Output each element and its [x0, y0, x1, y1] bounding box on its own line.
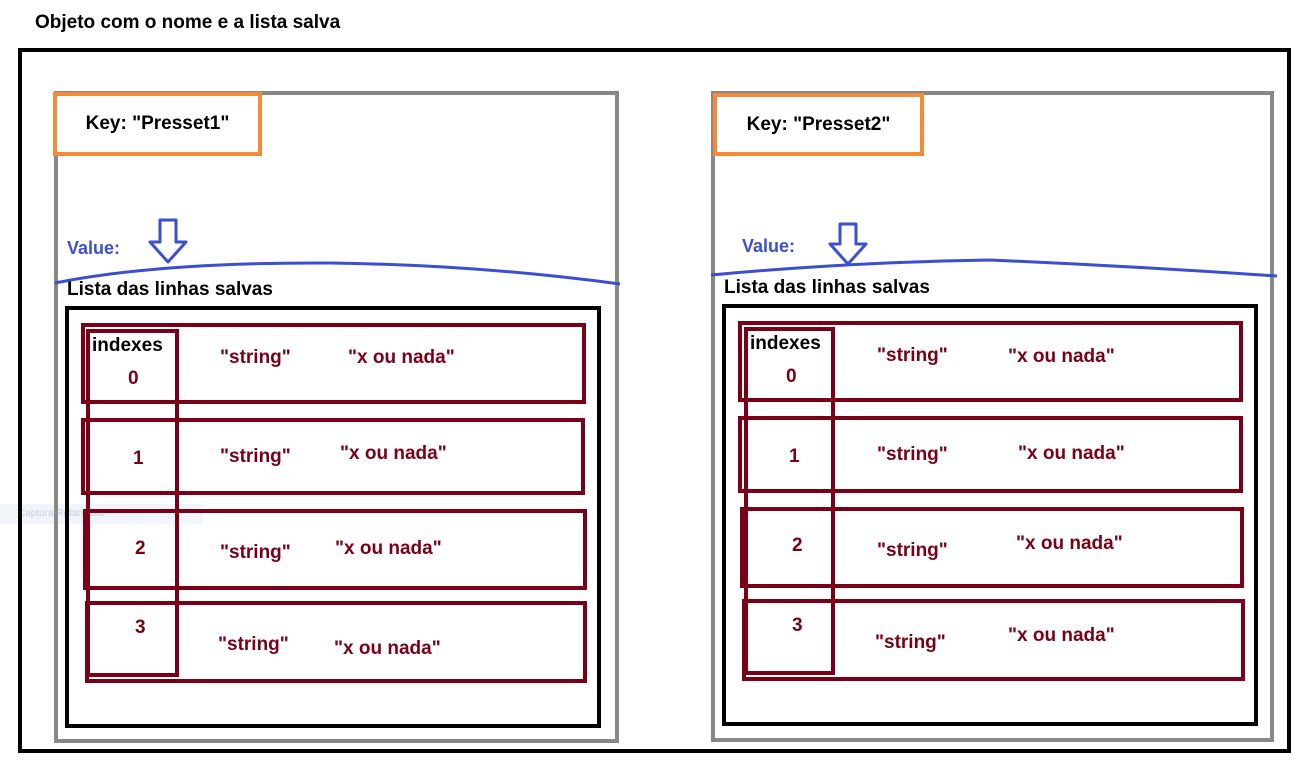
string-value: "string"	[220, 542, 291, 563]
index-column-presset2	[744, 327, 835, 675]
index-value: 2	[792, 535, 803, 556]
key-box-presset1: Key: "Presset1"	[53, 92, 262, 156]
x-value: "x ou nada"	[1018, 443, 1125, 464]
index-value: 3	[792, 615, 803, 636]
index-value: 3	[135, 617, 146, 638]
index-header-presset2: indexes	[750, 333, 821, 355]
string-value: "string"	[220, 347, 291, 368]
value-label-presset1: Value:	[67, 238, 121, 258]
string-value: "string"	[875, 632, 946, 653]
panel-presset1	[54, 91, 619, 743]
string-value: "string"	[220, 446, 291, 467]
x-value: "x ou nada"	[334, 638, 441, 659]
list-row-presset1-0	[81, 323, 586, 404]
list-label-presset1: Lista das linhas salvas	[67, 279, 273, 300]
panel-presset2	[711, 91, 1274, 742]
x-value: "x ou nada"	[1016, 533, 1123, 554]
x-value: "x ou nada"	[340, 443, 447, 464]
index-value: 2	[135, 538, 146, 559]
object-container	[18, 48, 1291, 753]
key-box-presset2: Key: "Presset2"	[713, 93, 924, 156]
string-value: "string"	[877, 345, 948, 366]
x-value: "x ou nada"	[1008, 625, 1115, 646]
list-row-presset2-1	[738, 416, 1243, 493]
list-row-presset1-2	[83, 509, 587, 590]
list-row-presset2-2	[740, 507, 1244, 588]
list-box-presset1	[65, 306, 601, 728]
index-column-presset1	[86, 329, 179, 677]
value-label-presset2: Value:	[742, 236, 796, 256]
x-value: "x ou nada"	[335, 538, 442, 559]
string-value: "string"	[218, 634, 289, 655]
string-value: "string"	[877, 540, 948, 561]
diagram-title: Objeto com o nome e a lista salva	[35, 12, 341, 33]
string-value: "string"	[877, 444, 948, 465]
index-value: 0	[128, 368, 139, 389]
x-value: "x ou nada"	[348, 347, 455, 368]
list-row-presset2-0	[738, 321, 1243, 402]
list-row-presset1-1	[81, 418, 585, 495]
list-box-presset2	[722, 304, 1258, 726]
index-value: 0	[786, 366, 797, 387]
index-value: 1	[133, 448, 144, 469]
x-value: "x ou nada"	[1008, 346, 1115, 367]
index-header-presset1: indexes	[92, 335, 163, 357]
list-label-presset2: Lista das linhas salvas	[724, 277, 930, 298]
index-value: 1	[789, 446, 800, 467]
